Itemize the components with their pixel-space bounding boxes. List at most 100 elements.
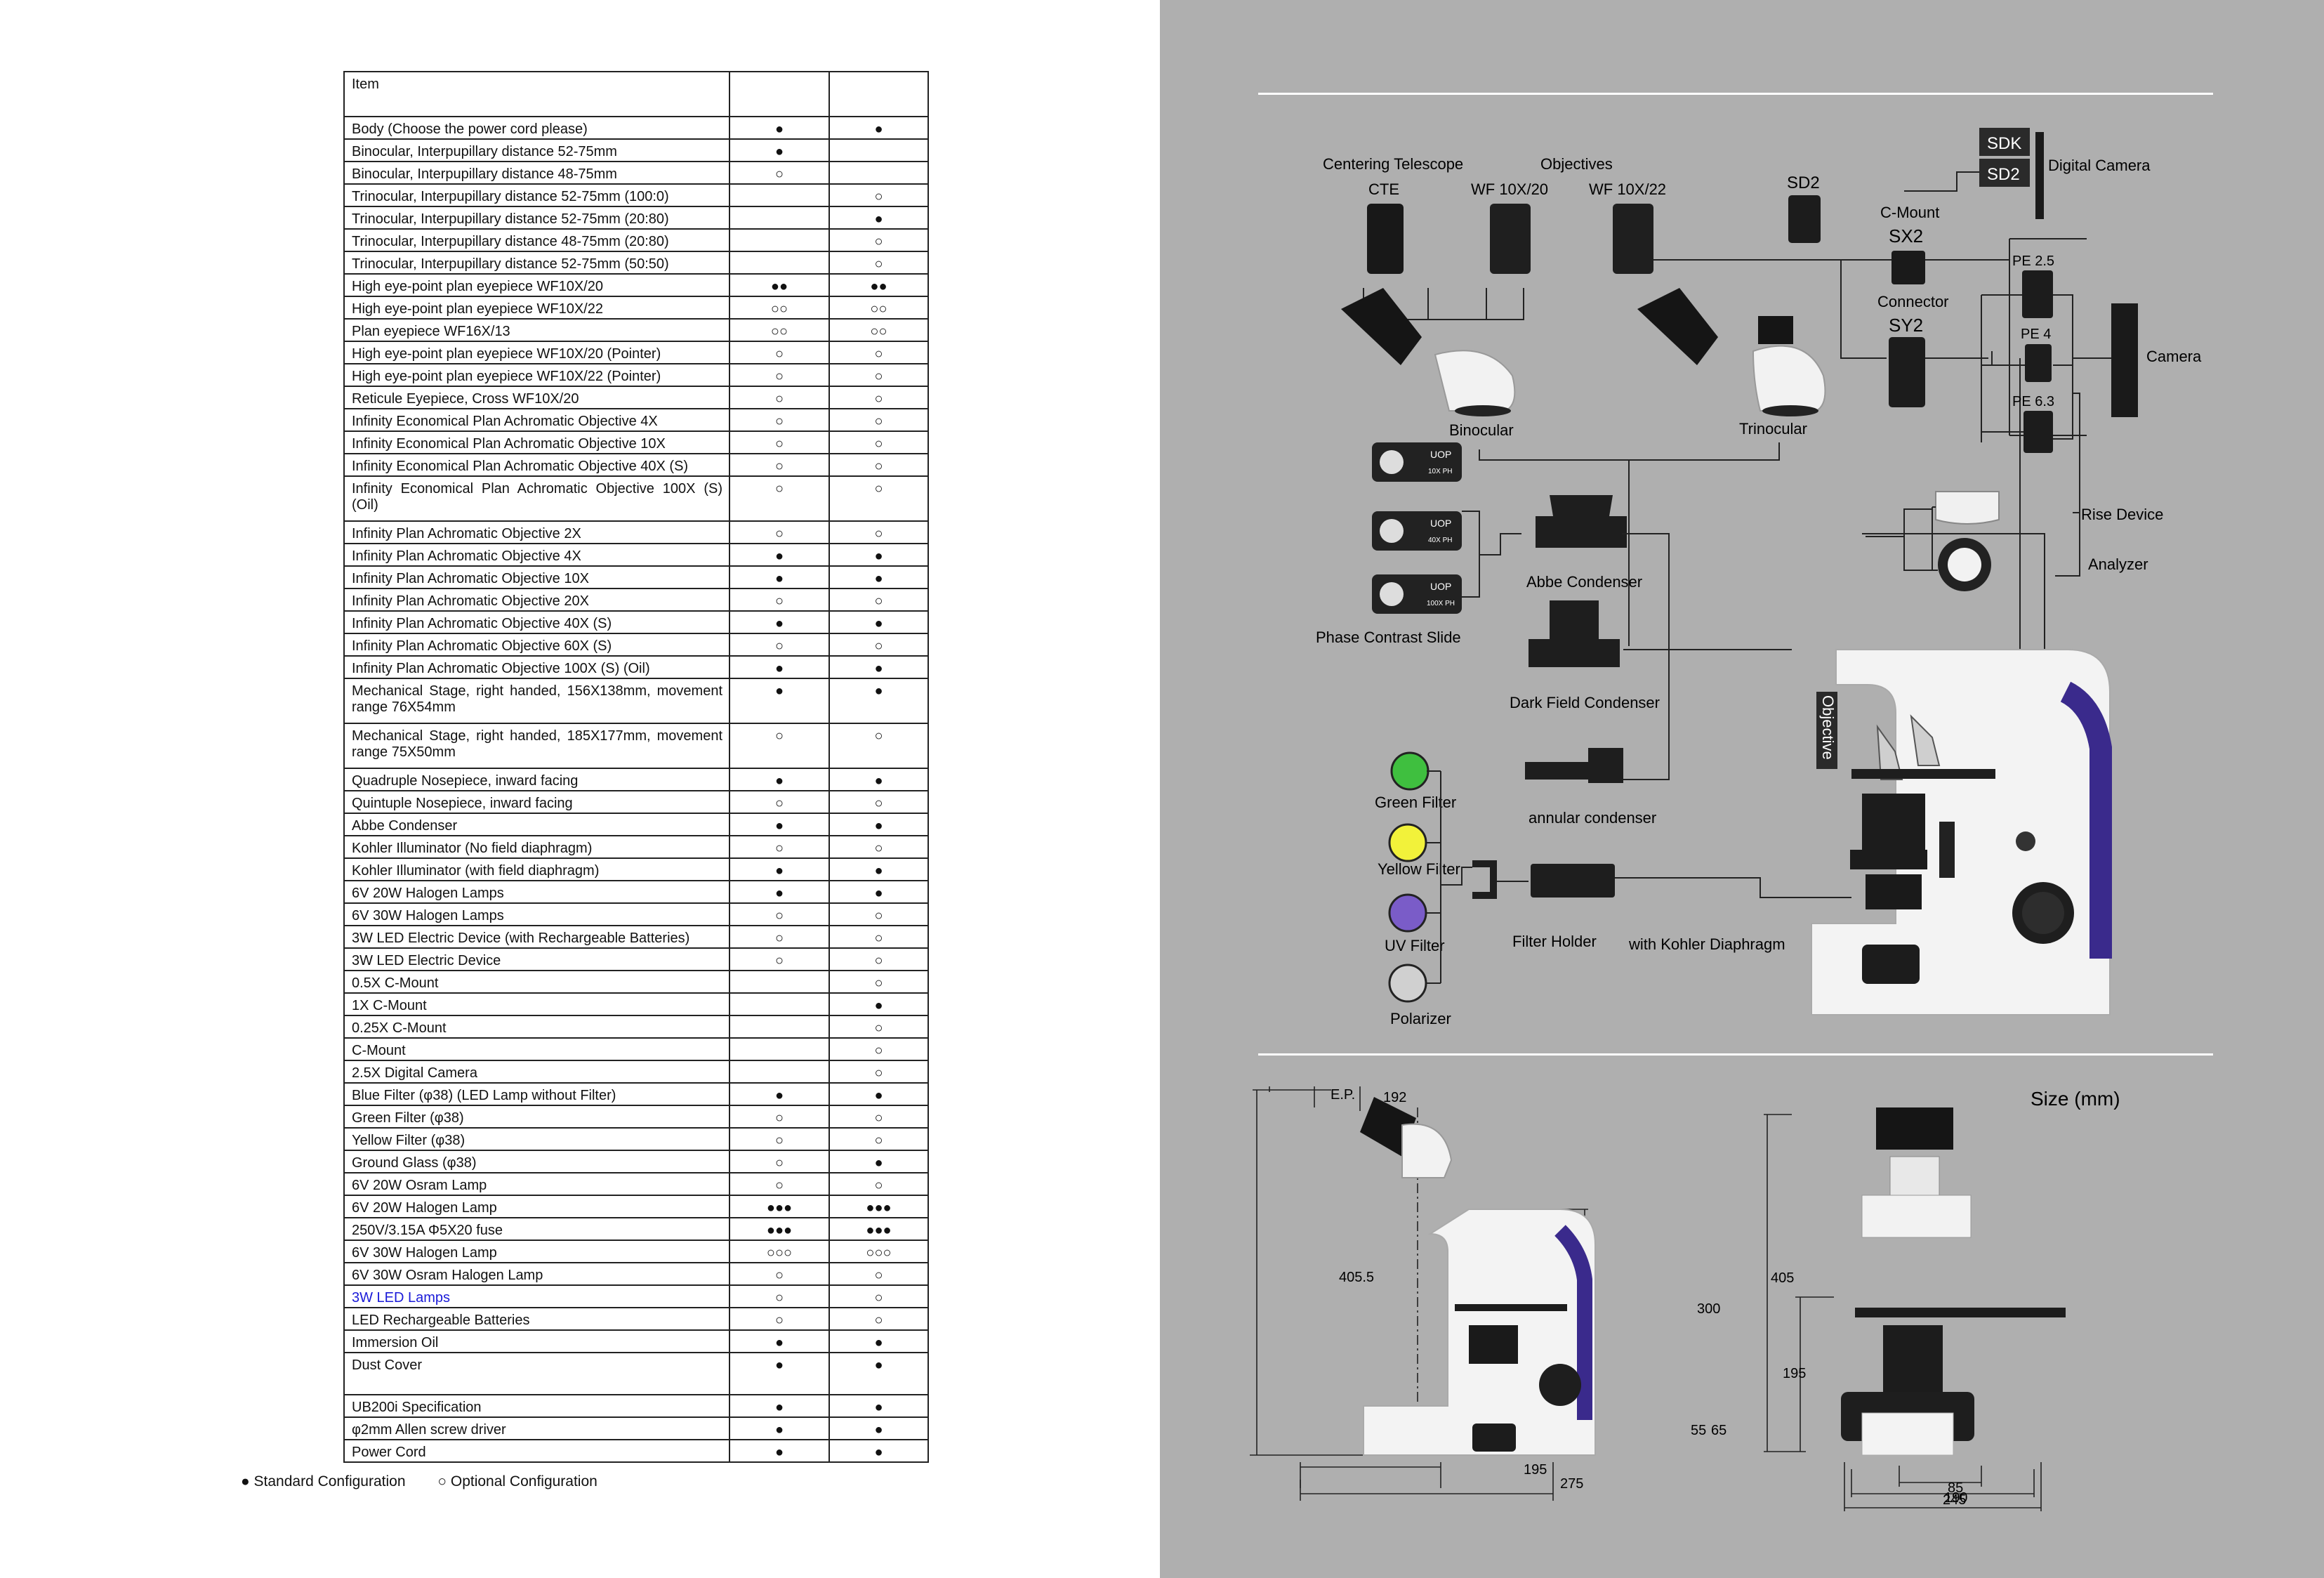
table-row: Kohler Illuminator (with field diaphragm…	[343, 857, 929, 881]
col-b-cell: ●	[828, 1329, 929, 1353]
col-a-cell: ●●●	[729, 1217, 830, 1241]
col-a-cell: ●●●	[729, 1195, 830, 1218]
annular-condenser-icon	[1525, 748, 1623, 783]
label-pe4: PE 4	[2021, 327, 2051, 342]
label-polarizer: Polarizer	[1390, 1010, 1451, 1027]
table-row: LED Rechargeable Batteries○○	[343, 1307, 929, 1331]
item-name-cell: 2.5X Digital Camera	[343, 1060, 730, 1084]
item-name-cell: Infinity Plan Achromatic Objective 10X	[343, 565, 730, 589]
table-row: 3W LED Electric Device○○	[343, 947, 929, 971]
item-name-cell: Kohler Illuminator (No field diaphragm)	[343, 835, 730, 859]
col-a-cell: ○	[729, 1150, 830, 1173]
table-header-row: Item	[343, 71, 929, 117]
sd2-cam-box	[1979, 159, 2030, 187]
label-cte: CTE	[1368, 180, 1399, 198]
dim-245: 245	[1943, 1492, 1966, 1508]
col-a-cell: ○	[729, 1105, 830, 1129]
table-row: 1X C-Mount●	[343, 992, 929, 1016]
col-a-cell: ○	[729, 363, 830, 387]
table-row: Infinity Plan Achromatic Objective 10X●●	[343, 565, 929, 589]
col-a-cell: ○	[729, 835, 830, 859]
table-row: C-Mount○	[343, 1037, 929, 1061]
col-a-cell: ○○	[729, 318, 830, 342]
item-name-cell: Trinocular, Interpupillary distance 52-7…	[343, 206, 730, 230]
table-row: Reticule Eyepiece, Cross WF10X/20○○	[343, 386, 929, 409]
label-sx2: SX2	[1889, 225, 1923, 246]
col-a-cell: ○	[729, 475, 830, 522]
label-dark-field-condenser: Dark Field Condenser	[1510, 694, 1660, 711]
col-b-cell: ○	[828, 723, 929, 769]
item-name-cell: UB200i Specification	[343, 1394, 730, 1418]
col-a-cell: ○	[729, 902, 830, 926]
table-row: Body (Choose the power cord please)●●	[343, 116, 929, 140]
col-a-cell: ●	[729, 880, 830, 904]
col-b-cell: ○	[828, 341, 929, 364]
col-a-cell: ●●	[729, 273, 830, 297]
col-b-cell: ●	[828, 768, 929, 791]
legend: ● Standard Configuration ○ Optional Conf…	[241, 1473, 626, 1490]
objective-label-box	[1816, 692, 1837, 769]
kohler-diaphragm-icon	[1531, 864, 1615, 898]
table-row: Binocular, Interpupillary distance 48-75…	[343, 161, 929, 185]
svg-text:40X PH: 40X PH	[1428, 537, 1452, 544]
item-name-cell: Infinity Plan Achromatic Objective 40X (…	[343, 610, 730, 634]
col-a-cell	[729, 206, 830, 230]
col-b-cell: ○○	[828, 296, 929, 320]
dim-300: 300	[1697, 1301, 1720, 1317]
table-row: 0.25X C-Mount○	[343, 1015, 929, 1039]
col-a-cell: ●	[729, 1082, 830, 1106]
col-a-cell: ○	[729, 520, 830, 544]
item-name-cell: Trinocular, Interpupillary distance 52-7…	[343, 183, 730, 207]
col-b-cell: ○	[828, 835, 929, 859]
col-b-cell: ○	[828, 1015, 929, 1039]
col-b-cell: ○	[828, 1172, 929, 1196]
table-row: Quadruple Nosepiece, inward facing●●	[343, 768, 929, 791]
col-a-cell: ●	[729, 565, 830, 589]
label-c-mount: C-Mount	[1880, 204, 1939, 221]
header-item: Item	[343, 71, 730, 117]
col-b-cell: ○	[828, 902, 929, 926]
divider-top	[1258, 93, 2213, 95]
dim-190: 190	[1944, 1490, 1967, 1506]
item-name-cell: 250V/3.15A Φ5X20 fuse	[343, 1217, 730, 1241]
col-b-cell: ○	[828, 453, 929, 477]
col-a-cell: ○○	[729, 296, 830, 320]
item-name-cell: 6V 20W Halogen Lamps	[343, 880, 730, 904]
phase-slide-1: UOP 10X PH	[1372, 442, 1462, 482]
col-a-cell: ●	[729, 1439, 830, 1463]
cte-eyepiece-icon	[1367, 204, 1404, 274]
table-row: Infinity Economical Plan Achromatic Obje…	[343, 408, 929, 432]
col-a-cell: ●	[729, 1394, 830, 1418]
table-row: Green Filter (φ38)○○	[343, 1105, 929, 1129]
label-sdk: SDK	[1987, 134, 2021, 153]
front-view-dimension-lines	[1764, 1114, 2042, 1511]
table-row: Plan eyepiece WF16X/13○○○○	[343, 318, 929, 342]
col-b-cell: ○	[828, 183, 929, 207]
col-b-cell: ●	[828, 1439, 929, 1463]
col-b-cell: ○	[828, 947, 929, 971]
legend-optional: ○ Optional Configuration	[437, 1473, 597, 1490]
col-a-cell: ●	[729, 1352, 830, 1395]
col-b-cell: ●	[828, 610, 929, 634]
label-camera: Camera	[2146, 348, 2202, 365]
item-name-cell: Infinity Economical Plan Achromatic Obje…	[343, 453, 730, 477]
table-row: Trinocular, Interpupillary distance 52-7…	[343, 183, 929, 207]
col-b-cell	[828, 138, 929, 162]
svg-text:100X PH: 100X PH	[1427, 600, 1455, 607]
item-name-cell: Abbe Condenser	[343, 813, 730, 836]
col-a-cell: ○	[729, 341, 830, 364]
col-a-cell: ○	[729, 386, 830, 409]
rise-analyzer: Rise Device Analyzer	[1866, 491, 2163, 591]
label-connector: Connector	[1877, 293, 1949, 310]
table-row: Kohler Illuminator (No field diaphragm)○…	[343, 835, 929, 859]
item-name-cell: High eye-point plan eyepiece WF10X/20 (P…	[343, 341, 730, 364]
col-a-cell: ○	[729, 453, 830, 477]
item-name-cell: High eye-point plan eyepiece WF10X/20	[343, 273, 730, 297]
dim-275: 275	[1560, 1476, 1583, 1492]
col-b-cell: ○	[828, 1307, 929, 1331]
svg-text:10X PH: 10X PH	[1428, 468, 1452, 475]
dim-ep: E.P.	[1331, 1087, 1355, 1103]
divider-middle	[1258, 1053, 2213, 1056]
accessory-diagram: Centering Telescope CTE Objectives WF 10…	[1316, 128, 2202, 1027]
table-row: Infinity Plan Achromatic Objective 4X●●	[343, 543, 929, 567]
